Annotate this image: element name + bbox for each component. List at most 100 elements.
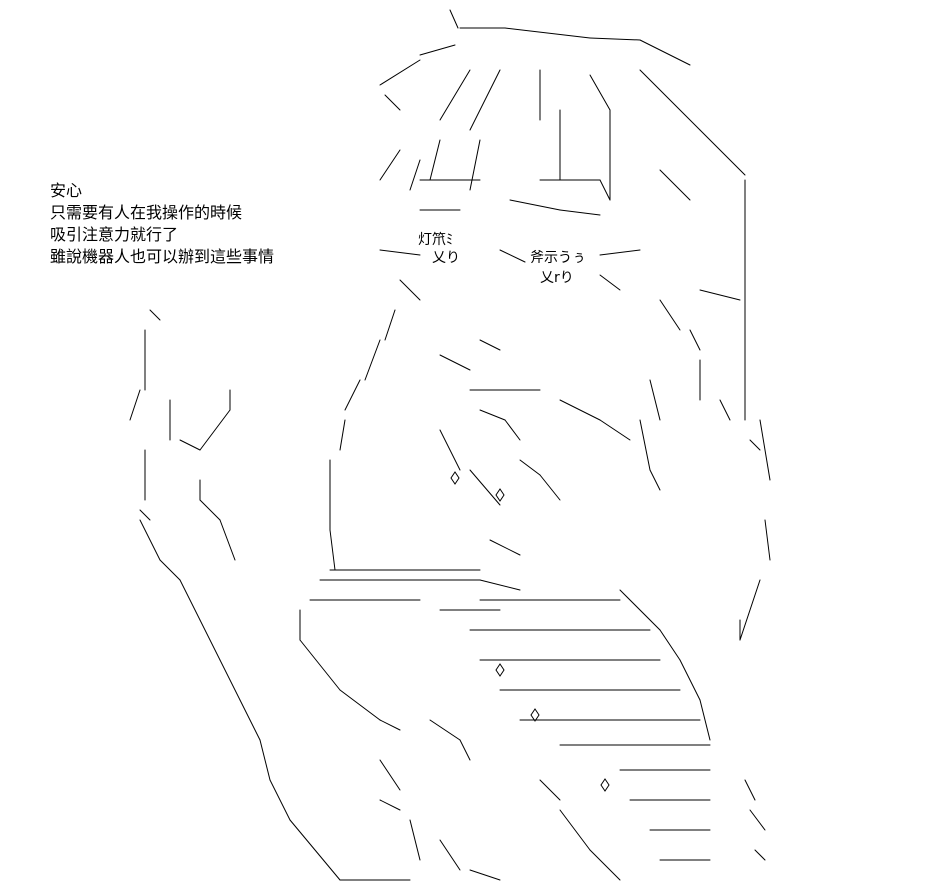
- art-stroke: [179, 579, 201, 621]
- art-glyph-left-2: 乂り: [432, 250, 460, 266]
- art-stroke: [479, 409, 506, 421]
- art-stroke: [439, 429, 461, 471]
- art-stroke: [429, 719, 461, 741]
- art-stroke: [379, 59, 421, 86]
- art-stroke: [419, 44, 456, 56]
- art-stroke: [539, 474, 561, 501]
- art-stroke: [589, 74, 611, 111]
- art-stroke: [749, 809, 766, 831]
- art-stroke: [299, 639, 341, 691]
- art-stroke: [439, 69, 471, 121]
- character-figure-lines: [129, 9, 771, 881]
- art-stroke: [749, 439, 761, 451]
- art-stroke: [499, 249, 526, 263]
- art-stroke: [269, 779, 291, 821]
- art-stroke: [129, 389, 141, 421]
- art-stroke: [589, 849, 621, 881]
- art-stroke: [139, 509, 151, 521]
- art-stroke: [699, 289, 741, 301]
- art-stroke: [599, 274, 621, 291]
- art-stroke: [479, 579, 521, 591]
- art-stroke: [239, 699, 261, 741]
- art-stroke: [329, 529, 336, 571]
- art-stroke: [379, 759, 401, 791]
- art-stroke: [384, 309, 396, 341]
- art-stroke: [449, 9, 459, 29]
- diamond-ornament-icon: [450, 471, 460, 485]
- art-stroke: [719, 399, 731, 421]
- art-stroke: [379, 249, 421, 256]
- art-stroke: [679, 659, 701, 701]
- art-stroke: [599, 249, 641, 256]
- art-stroke: [599, 419, 631, 441]
- art-stroke: [469, 469, 501, 506]
- art-stroke: [139, 519, 161, 561]
- art-stroke: [539, 779, 561, 801]
- art-stroke: [429, 139, 441, 181]
- dialogue-caption: 安心 只需要有人在我操作的時候 吸引注意力就行了 雖說機器人也可以辦到這些事情: [50, 180, 274, 268]
- art-stroke: [259, 739, 271, 781]
- art-stroke: [199, 499, 221, 521]
- art-stroke: [379, 149, 401, 181]
- art-stroke: [559, 809, 591, 851]
- caption-line: 吸引注意力就行了: [50, 225, 179, 244]
- diamond-ornament-icon: [495, 488, 505, 502]
- art-stroke: [699, 129, 746, 176]
- art-stroke: [759, 419, 771, 481]
- art-stroke: [559, 209, 601, 216]
- art-stroke: [439, 839, 461, 871]
- art-stroke: [199, 409, 231, 451]
- art-stroke: [599, 179, 611, 201]
- art-stroke: [559, 399, 601, 421]
- art-stroke: [219, 519, 236, 561]
- art-stroke: [764, 519, 771, 561]
- art-stroke: [149, 309, 161, 321]
- art-stroke: [399, 279, 421, 301]
- art-stroke: [179, 439, 201, 451]
- art-stroke: [339, 419, 346, 451]
- caption-line: 雖說機器人也可以辦到這些事情: [50, 247, 275, 266]
- art-stroke: [649, 379, 661, 421]
- art-stroke: [469, 869, 501, 881]
- art-stroke: [739, 579, 761, 641]
- caption-line: 安心: [50, 181, 83, 200]
- character-speech-glyphs: 灯笊ﾐ 乂り 斧示うぅ 乂rり: [418, 231, 586, 286]
- art-stroke: [479, 339, 501, 351]
- art-stroke: [469, 69, 501, 131]
- art-glyph-right: 斧示うぅ: [530, 250, 586, 266]
- art-stroke: [364, 339, 381, 381]
- art-stroke: [649, 469, 661, 491]
- art-stroke: [639, 39, 691, 66]
- art-glyph-left: 灯笊ﾐ: [418, 231, 453, 248]
- art-stroke: [379, 799, 401, 811]
- art-stroke: [659, 299, 681, 331]
- art-stroke: [754, 849, 766, 861]
- art-stroke: [289, 819, 341, 881]
- art-stroke: [744, 779, 756, 801]
- art-stroke: [409, 819, 421, 861]
- diamond-ornament-icon: [600, 778, 610, 792]
- art-stroke: [439, 354, 471, 371]
- art-stroke: [199, 619, 221, 661]
- art-stroke: [639, 69, 701, 131]
- art-stroke: [339, 689, 381, 721]
- art-stroke: [619, 589, 661, 631]
- art-stroke: [589, 37, 641, 41]
- art-stroke: [489, 539, 521, 556]
- art-stroke: [344, 379, 361, 411]
- art-stroke: [409, 159, 421, 191]
- art-stroke: [469, 139, 481, 191]
- art-stroke: [384, 94, 401, 111]
- caption-line: 只需要有人在我操作的時候: [50, 203, 243, 222]
- art-stroke: [639, 419, 651, 471]
- art-stroke: [504, 27, 591, 39]
- art-stroke: [379, 719, 401, 731]
- art-stroke: [159, 559, 181, 581]
- art-stroke: [219, 659, 241, 701]
- art-glyph-right-2: 乂rり: [540, 270, 574, 286]
- art-stroke: [659, 629, 681, 661]
- art-stroke: [689, 329, 701, 351]
- diamond-ornament-icon: [530, 708, 540, 722]
- art-stroke: [519, 459, 541, 476]
